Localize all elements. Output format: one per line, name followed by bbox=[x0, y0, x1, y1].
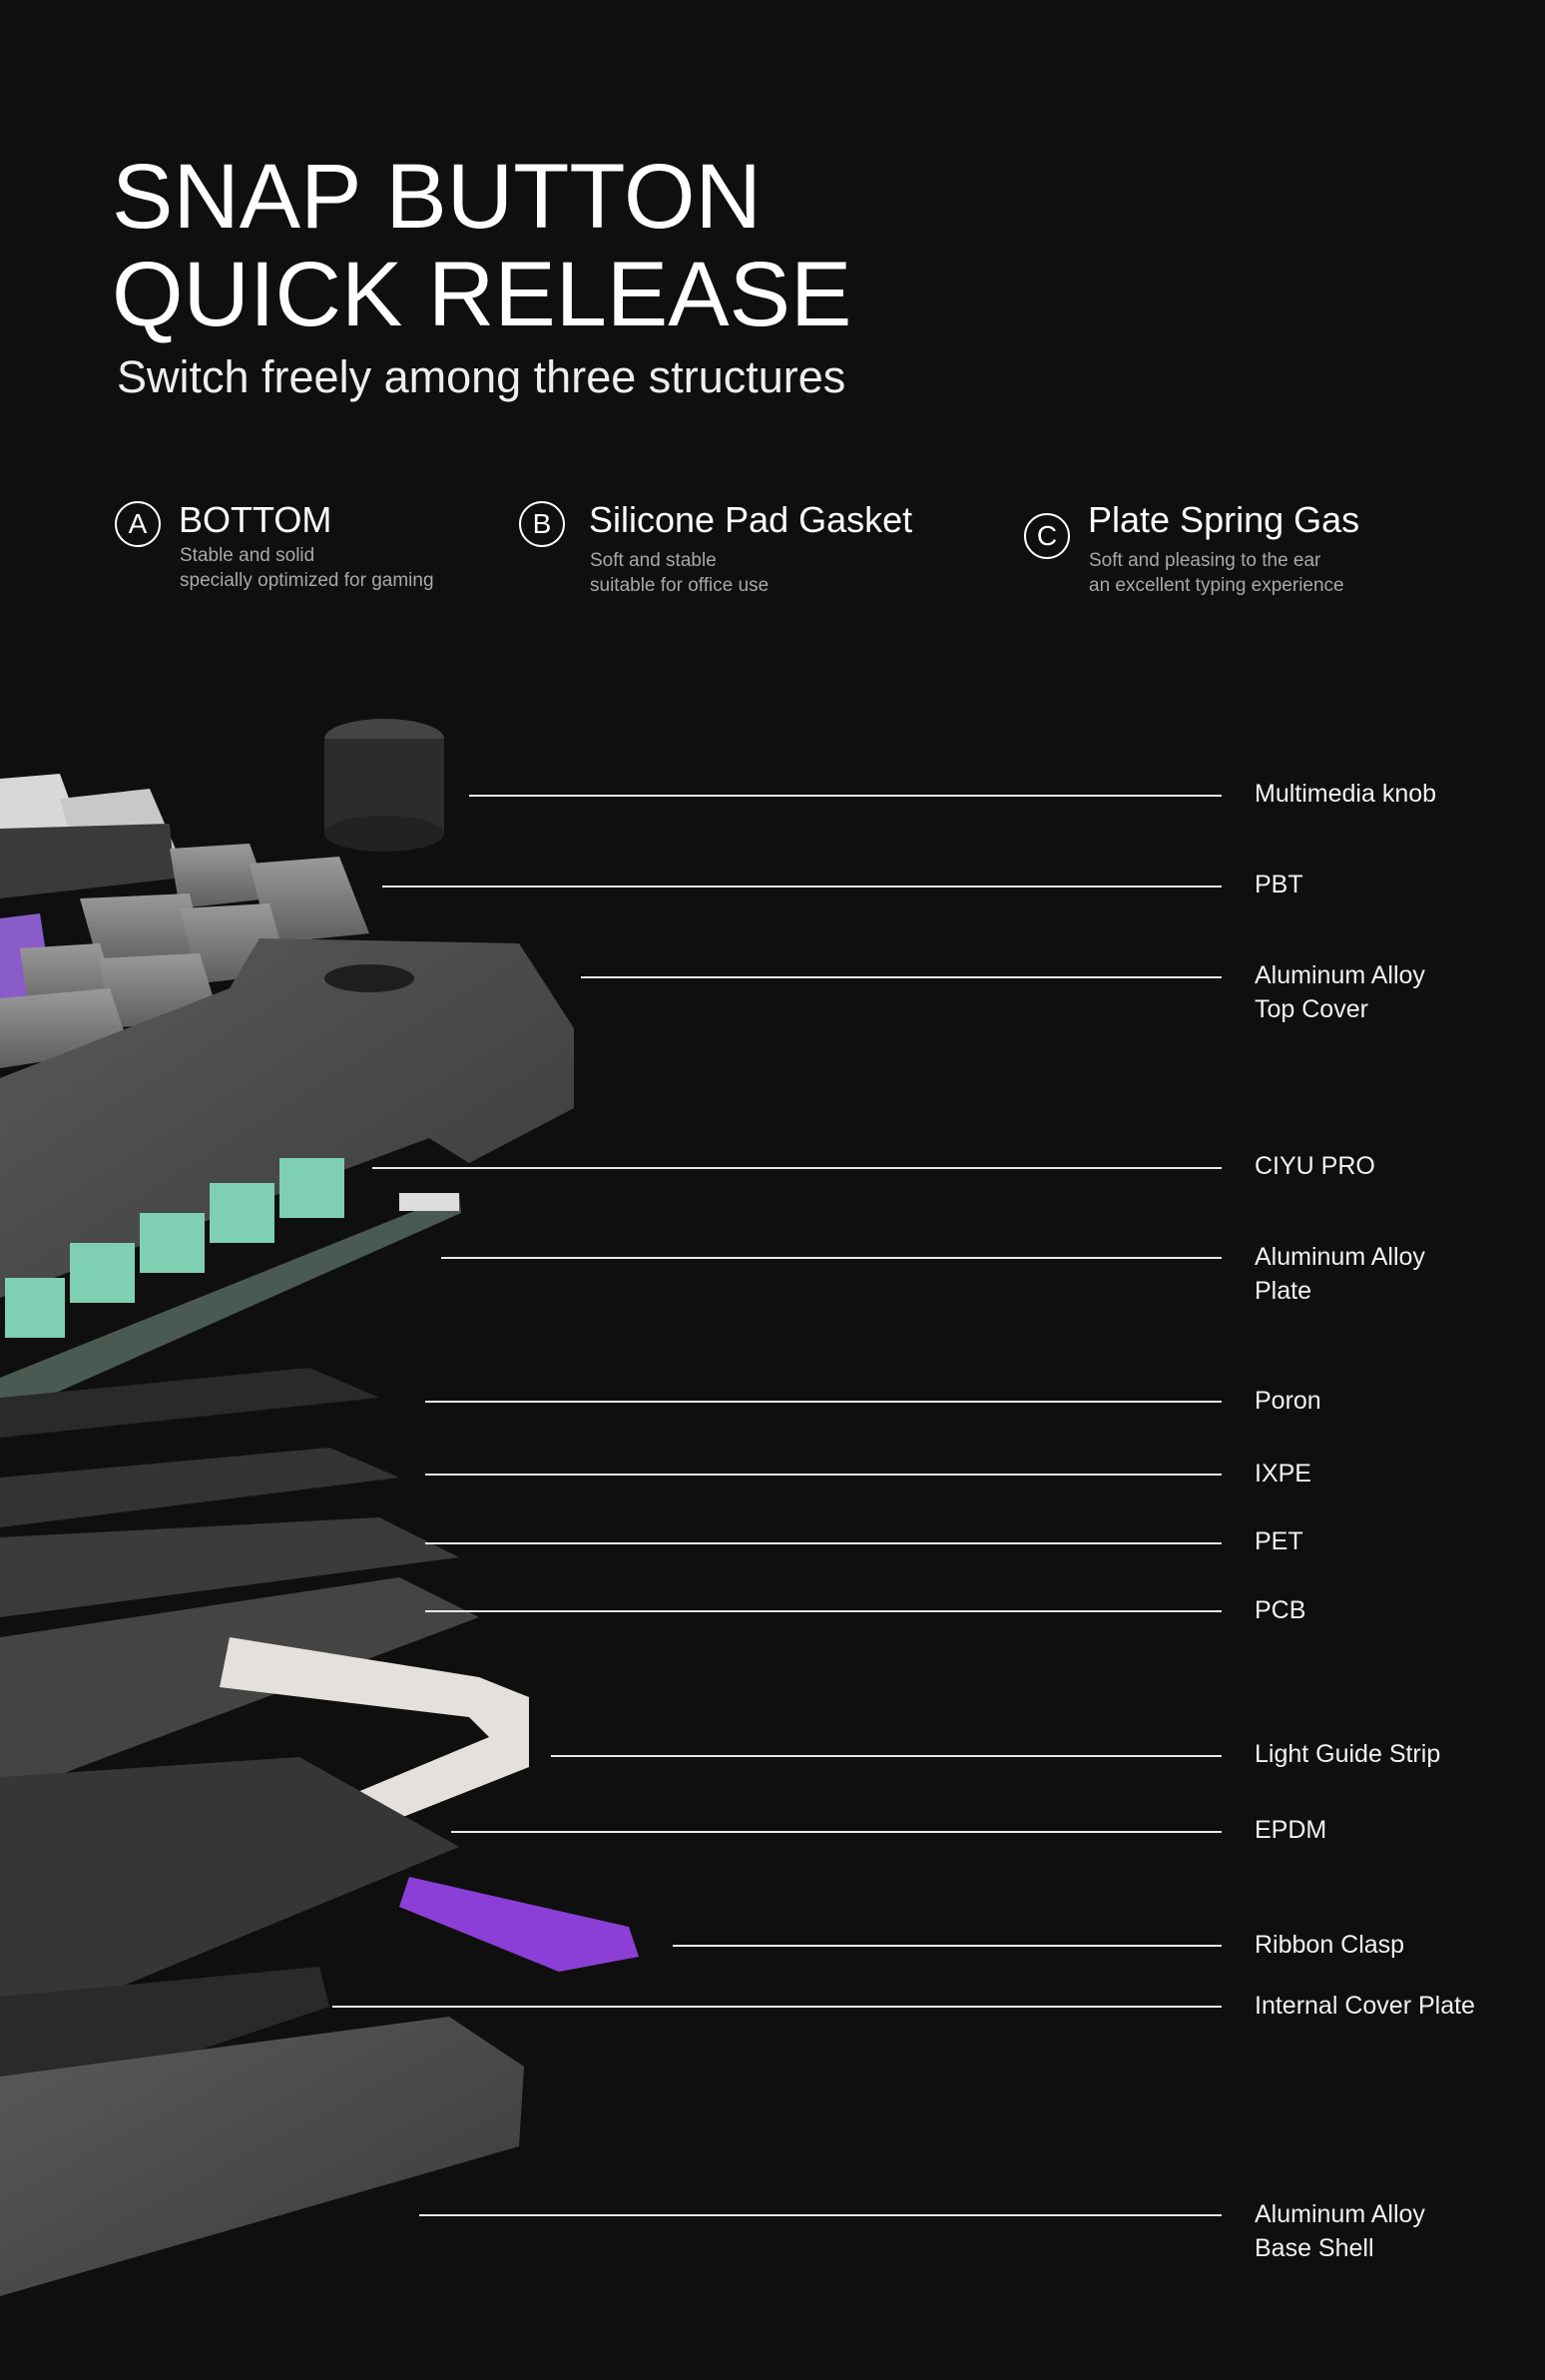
badge-c: C bbox=[1024, 513, 1070, 559]
multimedia-knob bbox=[324, 719, 444, 852]
callout-line-ixpe bbox=[425, 1474, 1222, 1476]
callout-line-light-guide-strip bbox=[551, 1755, 1222, 1757]
label-ribbon-clasp: Ribbon Clasp bbox=[1255, 1931, 1405, 1959]
callout-line-multimedia-knob bbox=[469, 795, 1222, 797]
label-ixpe: IXPE bbox=[1255, 1460, 1311, 1488]
label-pet: PET bbox=[1255, 1527, 1303, 1555]
callout-line-pbt bbox=[382, 886, 1222, 888]
label-epdm: EPDM bbox=[1255, 1816, 1327, 1844]
ribbon-clasp bbox=[399, 1877, 639, 1972]
label-pcb: PCB bbox=[1255, 1596, 1306, 1624]
poron-layer bbox=[0, 1368, 379, 1438]
title-line-1: SNAP BUTTON bbox=[112, 146, 762, 248]
label-internal-cover-plate: Internal Cover Plate bbox=[1255, 1992, 1475, 2020]
aluminum-alloy-top-cover bbox=[0, 938, 574, 1298]
title-line-2: QUICK RELEASE bbox=[112, 244, 852, 345]
callout-line-plate bbox=[441, 1257, 1222, 1259]
callout-line-ciyu-pro bbox=[372, 1167, 1222, 1169]
aluminum-alloy-base-shell bbox=[0, 2017, 524, 2296]
label-multimedia-knob: Multimedia knob bbox=[1255, 780, 1437, 808]
feature-title: BOTTOM bbox=[179, 499, 332, 540]
callout-line-pcb bbox=[425, 1610, 1222, 1612]
callout-line-poron bbox=[425, 1401, 1222, 1403]
pbt-keycaps bbox=[0, 774, 369, 1068]
callout-line-top-cover bbox=[581, 976, 1222, 978]
label-pbt: PBT bbox=[1255, 871, 1303, 898]
subtitle: Switch freely among three structures bbox=[117, 351, 846, 402]
page-title: SNAP BUTTON QUICK RELEASE bbox=[112, 148, 851, 343]
label-poron: Poron bbox=[1255, 1387, 1321, 1415]
label-light-guide-strip: Light Guide Strip bbox=[1255, 1740, 1441, 1768]
badge-b: B bbox=[519, 501, 565, 547]
epdm-layer bbox=[0, 1757, 459, 2037]
feature-title: Silicone Pad Gasket bbox=[589, 499, 913, 540]
feature-title: Plate Spring Gas bbox=[1088, 499, 1360, 540]
callout-line-pet bbox=[425, 1542, 1222, 1544]
exploded-keyboard-illustration bbox=[0, 719, 639, 2296]
callout-line-internal-cover-plate bbox=[332, 2006, 1222, 2008]
callout-line-base-shell bbox=[419, 2214, 1222, 2216]
badge-a: A bbox=[115, 501, 161, 547]
label-ciyu-pro: CIYU PRO bbox=[1255, 1152, 1375, 1180]
pet-layer bbox=[0, 1517, 459, 1617]
callout-line-epdm bbox=[451, 1831, 1222, 1833]
switches-and-plate bbox=[0, 1158, 461, 1418]
callout-line-ribbon-clasp bbox=[673, 1945, 1222, 1947]
ixpe-layer bbox=[0, 1448, 399, 1527]
